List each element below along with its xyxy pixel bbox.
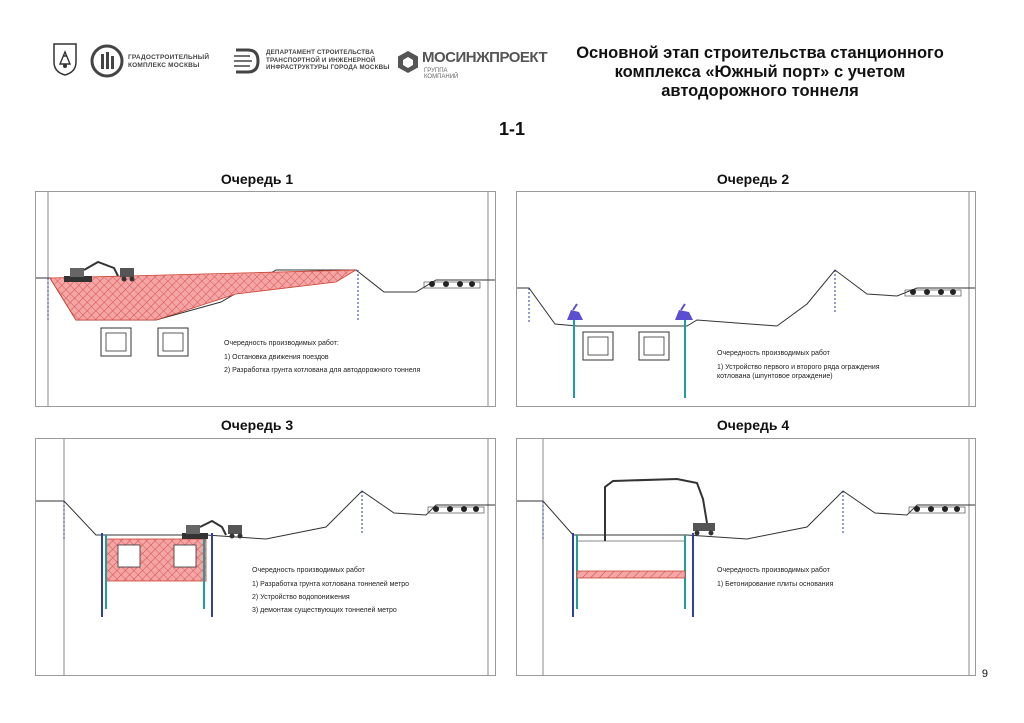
note-item: 1) Разработка грунта котлована тоннелей … xyxy=(252,581,410,588)
stage-4-panel: Очередность производимых работ 1) Бетони… xyxy=(516,438,976,676)
moscow-emblem-icon xyxy=(52,42,78,81)
stage-1-notes: Очередность производимых работ: 1) Остан… xyxy=(224,339,420,379)
stage-3-title: Очередь 3 xyxy=(220,417,294,433)
page-title: Основной этап строительства станционного… xyxy=(535,44,985,101)
mosinzhproekt-logo-icon xyxy=(397,50,419,79)
piling-rig-icon xyxy=(675,303,693,320)
title-line-1: Основной этап строительства станционного xyxy=(576,44,944,62)
notes-title: Очередность производимых работ xyxy=(717,350,830,357)
department-logo-text: ДЕПАРТАМЕНТ СТРОИТЕЛЬСТВА ТРАНСПОРТНОЙ И… xyxy=(266,49,390,71)
note-item: 1) Остановка движения поездов xyxy=(224,354,329,361)
mosinzhproekt-logo-text: МОСИНЖПРОЕКТ xyxy=(422,49,548,66)
road-section-icon xyxy=(423,281,481,289)
section-label: 1-1 xyxy=(498,119,525,139)
excavator-icon xyxy=(64,260,135,282)
road-section-icon xyxy=(427,506,485,514)
road-section-icon xyxy=(904,289,962,297)
stage-4-notes: Очередность производимых работ 1) Бетони… xyxy=(717,566,833,593)
stage-4-title: Очередь 4 xyxy=(716,417,790,433)
stage-3-panel: Очередность производимых работ 1) Разраб… xyxy=(35,438,496,676)
notes-title: Очередность производимых работ: xyxy=(224,340,339,347)
stage-4-drawing xyxy=(517,439,975,675)
notes-title: Очередность производимых работ xyxy=(717,567,830,574)
concrete-pump-icon xyxy=(604,477,715,541)
stage-2-panel: Очередность производимых работ 1) Устрой… xyxy=(516,191,976,407)
title-line-2: комплекса «Южный порт» с учетом xyxy=(614,63,906,81)
note-item: 2) Разработка грунта котлована для автод… xyxy=(224,367,421,374)
road-section-icon xyxy=(908,506,966,514)
excavator-icon xyxy=(182,519,243,539)
note-item: 3) демонтаж существующих тоннелей метро xyxy=(252,607,397,614)
stage-3-drawing xyxy=(36,439,495,675)
gradkompleks-logo-text: ГРАДОСТРОИТЕЛЬНЫЙ КОМПЛЕКС МОСКВЫ xyxy=(128,54,210,69)
stage-1-panel: Очередность производимых работ: 1) Остан… xyxy=(35,191,496,407)
page-number: 9 xyxy=(981,668,988,680)
gradkompleks-logo-icon xyxy=(90,44,124,83)
stage-2-notes: Очередность производимых работ 1) Устрой… xyxy=(717,349,880,385)
stage-2-title: Очередь 2 xyxy=(716,171,790,187)
stage-3-notes: Очередность производимых работ 1) Разраб… xyxy=(252,566,409,619)
department-logo-icon xyxy=(232,44,262,83)
note-item: 1) Устройство первого и второго ряда огр… xyxy=(717,364,880,380)
notes-title: Очередность производимых работ xyxy=(252,567,365,574)
piling-rig-icon xyxy=(567,303,583,320)
note-item: 2) Устройство водопонижения xyxy=(252,594,350,601)
stage-2-drawing xyxy=(517,192,975,406)
title-line-3: автодорожного тоннеля xyxy=(661,82,859,100)
mosinzhproekt-logo-sub: ГРУППА КОМПАНИЙ xyxy=(424,68,459,80)
stage-1-drawing xyxy=(36,192,495,406)
stage-1-title: Очередь 1 xyxy=(220,171,294,187)
note-item: 1) Бетонирование плиты основания xyxy=(717,581,834,588)
